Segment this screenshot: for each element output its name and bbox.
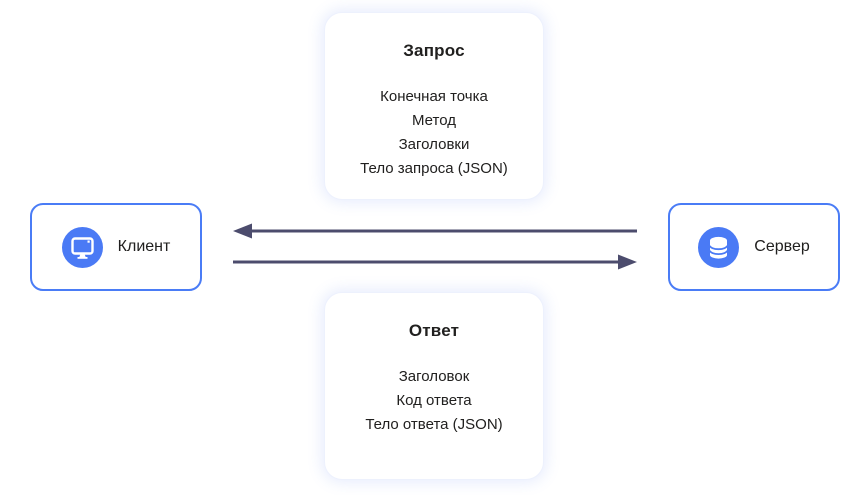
server-label: Сервер xyxy=(754,238,810,255)
arrow-server-to-client xyxy=(233,223,637,239)
monitor-icon xyxy=(70,236,94,259)
response-card-title: Ответ xyxy=(408,321,460,340)
arrow-client-to-server xyxy=(233,254,637,270)
response-item-code: Код ответа xyxy=(396,392,472,409)
response-card: Ответ Заголовок Код ответа Тело ответа (… xyxy=(324,292,544,480)
client-label: Клиент xyxy=(117,238,171,255)
client-node: Клиент xyxy=(30,203,202,291)
request-card-list: Конечная точка Метод Заголовки Тело запр… xyxy=(325,85,543,181)
arrows-canvas xyxy=(233,223,637,270)
request-item-headers: Заголовки xyxy=(398,136,470,153)
request-card-title: Запрос xyxy=(403,41,465,60)
request-item-endpoint: Конечная точка xyxy=(380,88,488,105)
server-node: Сервер xyxy=(668,203,840,291)
response-item-body: Тело ответа (JSON) xyxy=(365,416,503,433)
server-icon-circle xyxy=(698,226,740,268)
request-item-method: Метод xyxy=(412,112,456,129)
request-item-body: Тело запроса (JSON) xyxy=(360,160,508,177)
response-card-list: Заголовок Код ответа Тело ответа (JSON) xyxy=(325,365,543,437)
database-icon xyxy=(709,236,729,259)
client-icon-circle xyxy=(61,226,103,268)
request-card: Запрос Конечная точка Метод Заголовки Те… xyxy=(324,12,544,200)
response-item-header: Заголовок xyxy=(398,368,470,385)
